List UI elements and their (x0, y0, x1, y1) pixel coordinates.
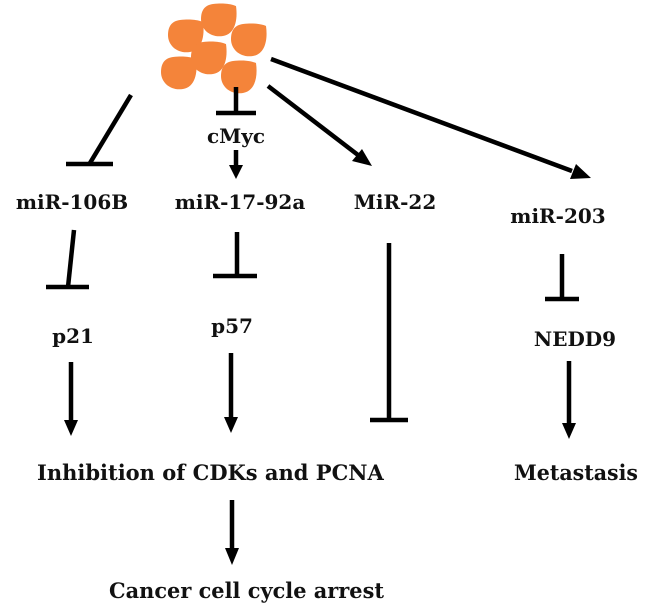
arrow-head (64, 420, 78, 436)
arrow-head (562, 423, 576, 439)
edge-p21-inhibition (64, 362, 78, 436)
edge-mir203-nedd9 (545, 254, 579, 302)
cell-drop (161, 56, 197, 90)
node-p21: p21 (52, 324, 94, 348)
edge-mir22-inhibition (370, 243, 408, 423)
node-mir203: miR-203 (510, 204, 605, 228)
node-arrest: Cancer cell cycle arrest (109, 578, 384, 603)
node-mir1792a: miR-17-92a (175, 190, 306, 214)
cancer-cells-icon (161, 3, 267, 94)
cell-drop (191, 41, 227, 75)
edge-nedd9-metastasis (562, 361, 576, 439)
cell-drop (231, 23, 267, 57)
edge-source-mir106b (66, 93, 133, 167)
edge-source-mir22 (266, 84, 372, 166)
edge-source-cmyc (216, 87, 256, 116)
edge-mir1792a-p57 (213, 232, 257, 279)
cell-drop (201, 3, 237, 37)
node-mir106b: miR-106B (16, 190, 128, 214)
arrow-head (225, 548, 239, 565)
edge-p57-inhibition (224, 353, 238, 433)
arrow-head (570, 164, 591, 179)
node-metastasis: Metastasis (514, 460, 638, 485)
cell-drop (168, 19, 204, 53)
cell-drop (221, 60, 257, 94)
node-cmyc: cMyc (207, 124, 265, 148)
edge-inhibition-arrest (225, 500, 239, 565)
node-mir22: MiR-22 (354, 190, 437, 214)
node-inhibition: Inhibition of CDKs and PCNA (37, 460, 384, 485)
node-nedd9: NEDD9 (534, 327, 616, 351)
arrow-head (224, 417, 238, 433)
arrow-head (229, 165, 243, 179)
node-p57: p57 (211, 314, 253, 338)
arrow-head (352, 149, 372, 166)
edge-mir106b-p21 (46, 229, 89, 290)
edge-source-mir203 (270, 56, 591, 179)
edge-cmyc-mir1792a (229, 150, 243, 179)
